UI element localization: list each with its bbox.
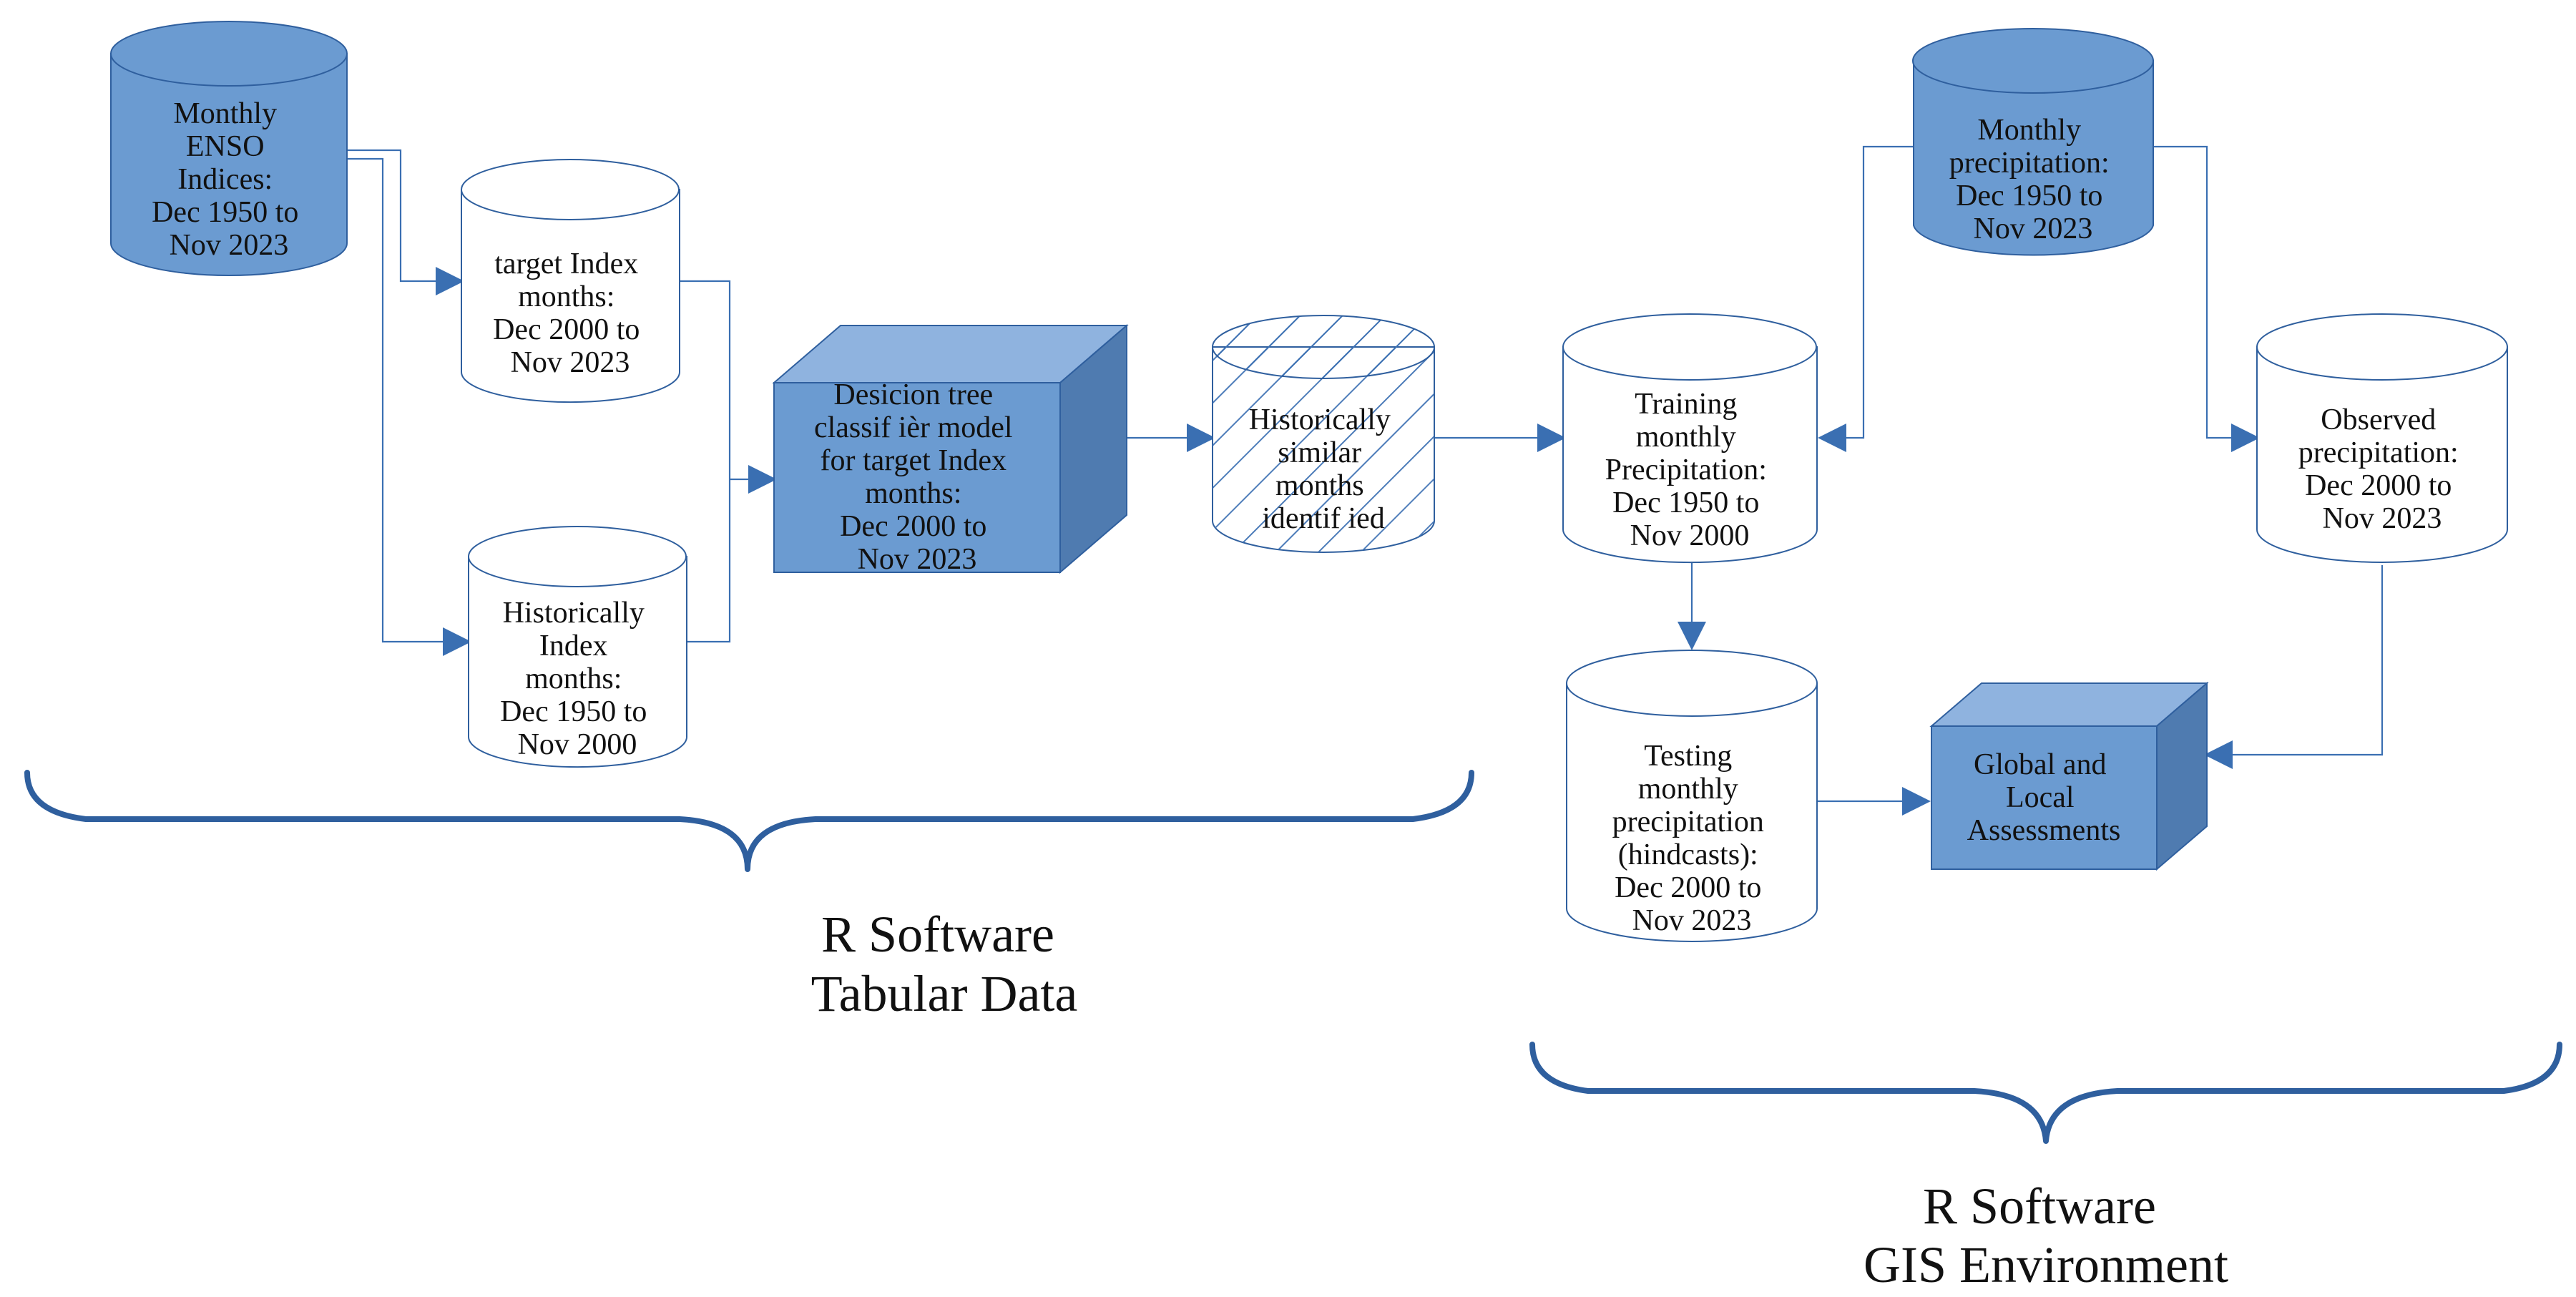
cylinder-observed-precipitation: Observed precipitation: Dec 2000 to Nov … [2256,313,2508,563]
enso-line-4: Dec 1950 to [152,196,298,229]
edge-observed-to-assessments [2204,565,2384,769]
similar-line-1: Historically [1249,403,1391,436]
tree-line-2: classif ièr model [814,411,1013,444]
edge-historical-to-tree [687,479,731,643]
box-assessments: Global and Local Assessments [1929,681,2209,871]
gis-line-1: R Software [1923,1178,2156,1235]
historical-line-2: Index [539,630,608,662]
target-line-1: target Index [494,248,638,280]
svg-text:Global and Local A: Global and Local Assessments [1967,748,2121,847]
historical-line-3: months: [525,662,622,695]
training-line-3: Precipitation: [1605,454,1767,486]
edge-target-to-tree [680,280,731,479]
training-line-4: Dec 1950 to [1612,486,1759,519]
enso-line-2: ENSO [186,130,265,163]
cylinder-enso-indices: Monthly ENSO Indices: Dec 1950 to Nov 20… [110,21,348,276]
cylinder-historical-index-months: Historically Index months: Dec 1950 to N… [468,526,687,768]
tree-line-1: Desicion tree [833,378,993,411]
testing-line-5: Dec 2000 to [1615,871,1761,904]
monthly-precip-line-4: Nov 2023 [1974,212,2093,245]
cylinder-similar-months: Historically similar months identif ied [1212,315,1435,553]
svg-text:Monthly precipitation:: Monthly precipitation: Dec 1950 to Nov 2… [1949,114,2117,245]
box-decision-tree: Desicion tree classif ièr model for targ… [772,323,1129,576]
brace-tabular [24,770,1474,872]
target-line-3: Dec 2000 to [493,313,640,346]
edges [347,145,2384,816]
tree-line-6: Nov 2023 [858,543,977,576]
assess-line-1: Global and [1974,748,2106,781]
observed-line-2: precipitation: [2298,436,2459,469]
enso-line-3: Indices: [177,163,273,196]
svg-text:Desicion tree classif iè: Desicion tree classif ièr model for targ… [814,378,1020,576]
testing-line-4: (hindcasts): [1618,838,1758,871]
similar-line-2: similar [1278,436,1361,469]
svg-text:target Index months:: target Index months: Dec 2000 to Nov 202… [493,248,647,379]
tabular-line-1: R Software [821,906,1054,963]
edge-enso-to-target [347,149,464,295]
target-line-4: Nov 2023 [511,346,630,379]
training-line-2: monthly [1636,421,1736,454]
historical-line-5: Nov 2000 [518,728,637,761]
cylinder-testing-precipitation: Testing monthly precipitation (hindcasts… [1566,650,1818,942]
similar-line-4: identif ied [1262,502,1384,535]
monthly-precip-line-2: precipitation: [1949,147,2110,180]
similar-line-3: months [1275,469,1364,502]
training-line-5: Nov 2000 [1630,519,1750,552]
brace-gis [1529,1042,2562,1144]
svg-text:Historically similar: Historically similar months identif ied [1249,403,1399,535]
tree-line-3: for target Index [821,444,1007,477]
svg-text:Training monthly P: Training monthly Precipitation: Dec 1950… [1605,388,1775,552]
svg-text:Historically Index: Historically Index months: Dec 1950 to N… [500,597,655,761]
edge-precip-to-training [1818,145,1914,452]
enso-line-1: Monthly [173,97,277,130]
cylinder-training-precipitation: Training monthly Precipitation: Dec 1950… [1562,313,1818,564]
training-line-1: Training [1635,388,1737,421]
svg-text:Monthly ENSO Indic: Monthly ENSO Indices: Dec 1950 to Nov 20… [152,97,306,262]
testing-line-3: precipitation [1612,806,1764,838]
group-label-gis: R Software GIS Environment [1864,1178,2228,1293]
enso-line-5: Nov 2023 [170,229,289,262]
svg-text:Observed precipitation:: Observed precipitation: Dec 2000 to Nov … [2298,403,2466,535]
historical-line-1: Historically [503,597,645,630]
group-label-tabular: R Software Tabular Data [811,906,1078,1022]
gis-line-2: GIS Environment [1864,1236,2228,1293]
cylinder-monthly-precipitation: Monthly precipitation: Dec 1950 to Nov 2… [1912,28,2154,256]
monthly-precip-line-1: Monthly [1977,114,2081,147]
tree-line-5: Dec 2000 to [840,510,986,543]
testing-line-2: monthly [1638,773,1738,806]
tree-line-4: months: [865,477,961,510]
testing-line-6: Nov 2023 [1632,904,1752,937]
tabular-line-2: Tabular Data [811,965,1078,1022]
cylinder-target-index-months: target Index months: Dec 2000 to Nov 202… [461,159,680,403]
target-line-2: months: [518,280,614,313]
edge-precip-to-observed [2153,145,2260,452]
assess-line-3: Assessments [1967,814,2121,847]
svg-text:Testing monthly pr: Testing monthly precipitation (hindcasts… [1612,740,1772,937]
historical-line-4: Dec 1950 to [500,695,647,728]
assess-line-2: Local [2006,781,2075,814]
observed-line-3: Dec 2000 to [2305,469,2452,502]
monthly-precip-line-3: Dec 1950 to [1956,180,2102,212]
observed-line-1: Observed [2321,403,2436,436]
testing-line-1: Testing [1644,740,1732,773]
observed-line-4: Nov 2023 [2323,502,2442,535]
edge-enso-to-historical [347,157,471,656]
